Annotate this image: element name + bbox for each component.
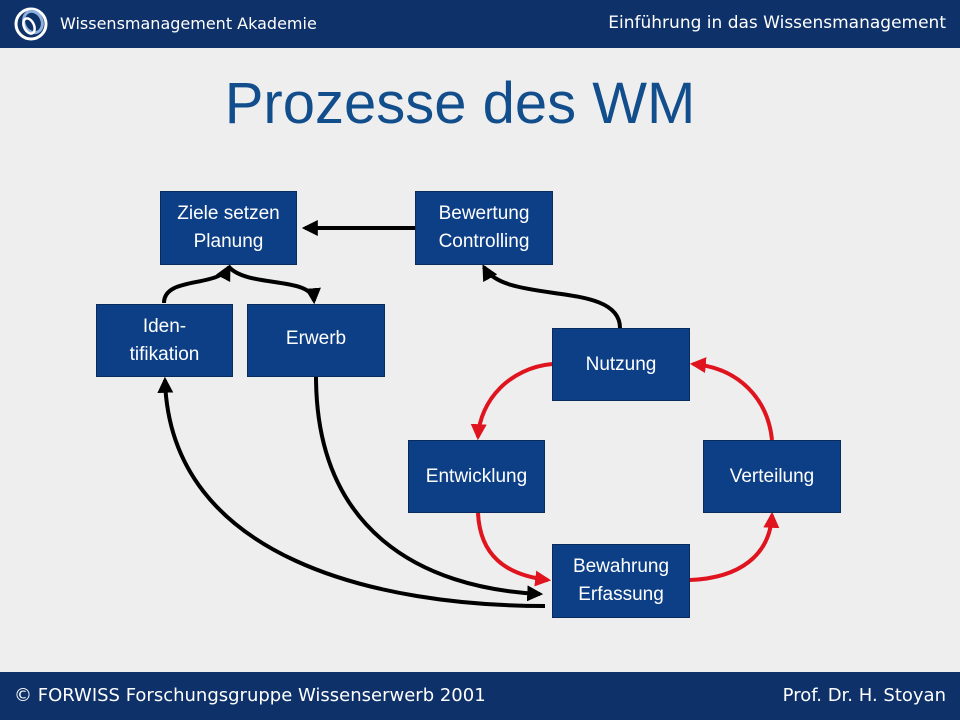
footer-copyright: © FORWISS Forschungsgruppe Wissenserwerb… [14, 685, 486, 706]
slide-title: Prozesse des WM [224, 71, 696, 136]
arrow-bewahrung-to-verteilung [689, 511, 780, 582]
header-bar: Wissensmanagement Akademie Einführung in… [0, 0, 960, 48]
academy-logo-icon [14, 7, 48, 41]
node-verteilung: Verteilung [703, 440, 841, 513]
node-ziele-setzen: Ziele setzen Planung [160, 191, 297, 265]
arrow-identifikation-to-ziele [162, 264, 231, 304]
course-title: Einführung in das Wissensmanagement [608, 13, 946, 33]
arrow-erwerb-to-bewahrung [314, 375, 544, 602]
arrow-bewahrung-to-identifikation [157, 376, 546, 608]
node-bewertung: Bewertung Controlling [415, 191, 553, 265]
node-nutzung: Nutzung [552, 328, 690, 401]
node-erwerb: Erwerb [247, 304, 385, 377]
arrow-nutzung-to-bewertung [482, 264, 622, 329]
footer-author: Prof. Dr. H. Stoyan [782, 685, 946, 706]
brand-name: Wissensmanagement Akademie [60, 14, 317, 33]
footer-bar: © FORWISS Forschungsgruppe Wissenserwerb… [0, 672, 960, 720]
arrow-nutzung-to-entwicklung [470, 362, 553, 441]
node-entwicklung: Entwicklung [408, 440, 545, 513]
arrow-ziele-to-erwerb [227, 265, 321, 305]
arrow-verteilung-to-nutzung [689, 357, 774, 441]
node-identifikation: Iden- tifikation [96, 304, 233, 377]
arrow-entwicklung-to-bewahrung [476, 512, 552, 587]
node-bewahrung: Bewahrung Erfassung [552, 544, 690, 618]
